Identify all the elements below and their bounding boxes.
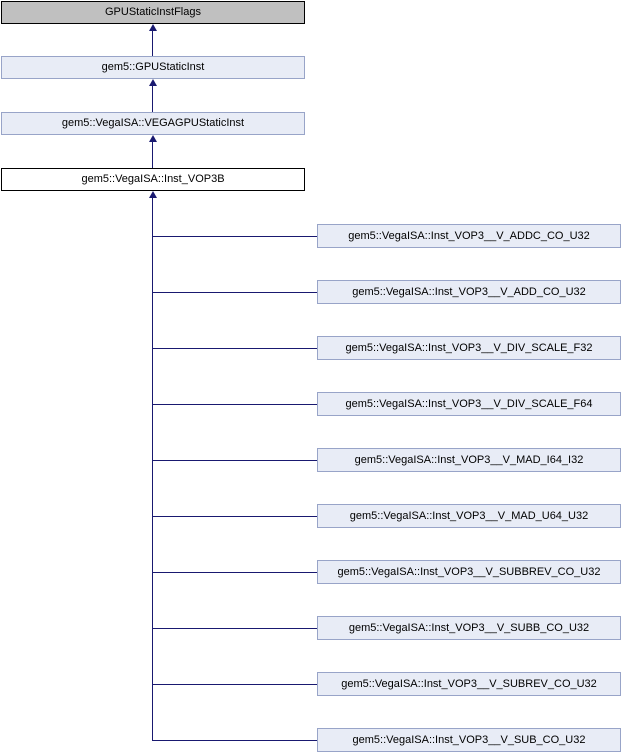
inheritance-branch-line <box>152 292 317 293</box>
inheritance-branch-line <box>152 348 317 349</box>
inheritance-arrowhead <box>149 191 157 198</box>
inheritance-branch-line <box>152 404 317 405</box>
inheritance-edge-line <box>152 141 153 168</box>
class-node-child[interactable]: gem5::VegaISA::Inst_VOP3__V_SUBREV_CO_U3… <box>317 672 621 696</box>
class-node-vega-gpu-static-inst[interactable]: gem5::VegaISA::VEGAGPUStaticInst <box>1 112 305 135</box>
inheritance-branch-line <box>152 516 317 517</box>
class-node-child[interactable]: gem5::VegaISA::Inst_VOP3__V_DIV_SCALE_F6… <box>317 392 621 416</box>
inheritance-trunk-line <box>152 197 153 741</box>
inheritance-branch-line <box>152 236 317 237</box>
inheritance-branch-line <box>152 684 317 685</box>
inheritance-arrowhead <box>149 24 157 31</box>
class-node-child[interactable]: gem5::VegaISA::Inst_VOP3__V_SUBBREV_CO_U… <box>317 560 621 584</box>
inheritance-branch-line <box>152 740 317 741</box>
inheritance-edge-line <box>152 85 153 112</box>
class-node-child[interactable]: gem5::VegaISA::Inst_VOP3__V_ADDC_CO_U32 <box>317 224 621 248</box>
class-node-child[interactable]: gem5::VegaISA::Inst_VOP3__V_SUBB_CO_U32 <box>317 616 621 640</box>
class-node-child[interactable]: gem5::VegaISA::Inst_VOP3__V_DIV_SCALE_F3… <box>317 336 621 360</box>
inheritance-arrowhead <box>149 135 157 142</box>
class-node-child[interactable]: gem5::VegaISA::Inst_VOP3__V_MAD_U64_U32 <box>317 504 621 528</box>
inheritance-edge-line <box>152 30 153 56</box>
inheritance-branch-line <box>152 460 317 461</box>
inheritance-branch-line <box>152 628 317 629</box>
class-node-child[interactable]: gem5::VegaISA::Inst_VOP3__V_ADD_CO_U32 <box>317 280 621 304</box>
class-node-gpu-static-inst[interactable]: gem5::GPUStaticInst <box>1 56 305 79</box>
inheritance-arrowhead <box>149 79 157 86</box>
class-node-child[interactable]: gem5::VegaISA::Inst_VOP3__V_SUB_CO_U32 <box>317 728 621 752</box>
inheritance-branch-line <box>152 572 317 573</box>
class-node-inst-vop3b: gem5::VegaISA::Inst_VOP3B <box>1 168 305 191</box>
class-node-child[interactable]: gem5::VegaISA::Inst_VOP3__V_MAD_I64_I32 <box>317 448 621 472</box>
class-node-gpu-static-inst-flags[interactable]: GPUStaticInstFlags <box>1 1 305 24</box>
